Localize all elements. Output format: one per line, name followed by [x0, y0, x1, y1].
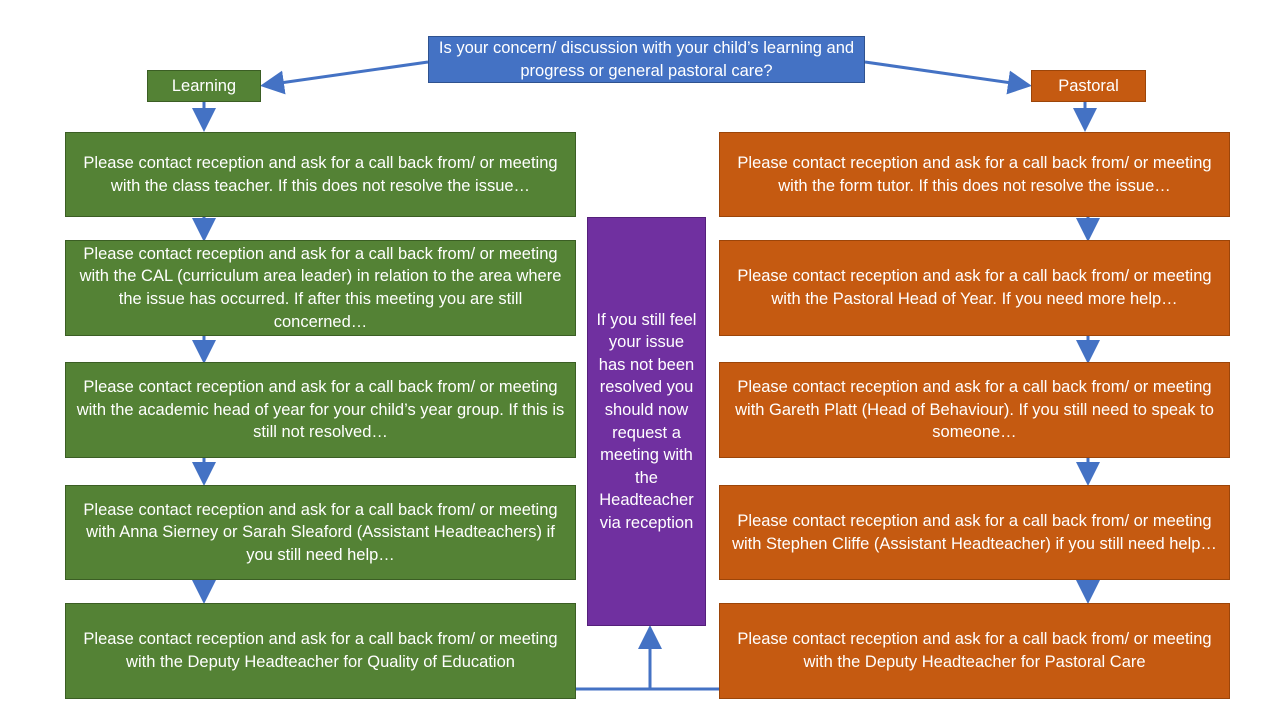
pastoral-step-3: Please contact reception and ask for a c…: [719, 362, 1230, 458]
headteacher-box: If you still feel your issue has not bee…: [587, 217, 706, 626]
pastoral-step-1-text: Please contact reception and ask for a c…: [737, 153, 1212, 195]
learning-step-5-text: Please contact reception and ask for a c…: [83, 630, 558, 671]
pastoral-step-3-text: Please contact reception and ask for a c…: [735, 378, 1214, 442]
learning-step-3: Please contact reception and ask for a c…: [65, 362, 576, 458]
learning-step-4: Please contact reception and ask for a c…: [65, 485, 576, 580]
question-box: Is your concern/ discussion with your ch…: [428, 36, 865, 83]
pastoral-step-1: Please contact reception and ask for a c…: [719, 132, 1230, 217]
learning-step-2: Please contact reception and ask for a c…: [65, 240, 576, 336]
arrow-question-to-pastoral: [864, 60, 1032, 95]
learning-label-box: Learning: [147, 70, 261, 102]
learning-step-3-text: Please contact reception and ask for a c…: [76, 378, 565, 442]
pastoral-label: Pastoral: [1058, 76, 1119, 95]
pastoral-step-2-text: Please contact reception and ask for a c…: [737, 267, 1212, 308]
pastoral-step-4: Please contact reception and ask for a c…: [719, 485, 1230, 580]
pastoral-step-5: Please contact reception and ask for a c…: [719, 603, 1230, 699]
question-text: Is your concern/ discussion with your ch…: [438, 38, 855, 80]
pastoral-step-4-text: Please contact reception and ask for a c…: [732, 511, 1217, 553]
learning-step-5: Please contact reception and ask for a c…: [65, 603, 576, 699]
learning-step-4-text: Please contact reception and ask for a c…: [83, 500, 558, 564]
headteacher-text: If you still feel your issue has not bee…: [596, 310, 697, 532]
learning-step-1: Please contact reception and ask for a c…: [65, 132, 576, 217]
learning-step-1-text: Please contact reception and ask for a c…: [83, 153, 558, 195]
arrow-question-to-learning: [260, 60, 429, 95]
learning-step-2-text: Please contact reception and ask for a c…: [79, 244, 562, 331]
pastoral-label-box: Pastoral: [1031, 70, 1146, 102]
pastoral-step-2: Please contact reception and ask for a c…: [719, 240, 1230, 336]
pastoral-step-5-text: Please contact reception and ask for a c…: [737, 630, 1212, 671]
learning-label: Learning: [171, 76, 237, 95]
